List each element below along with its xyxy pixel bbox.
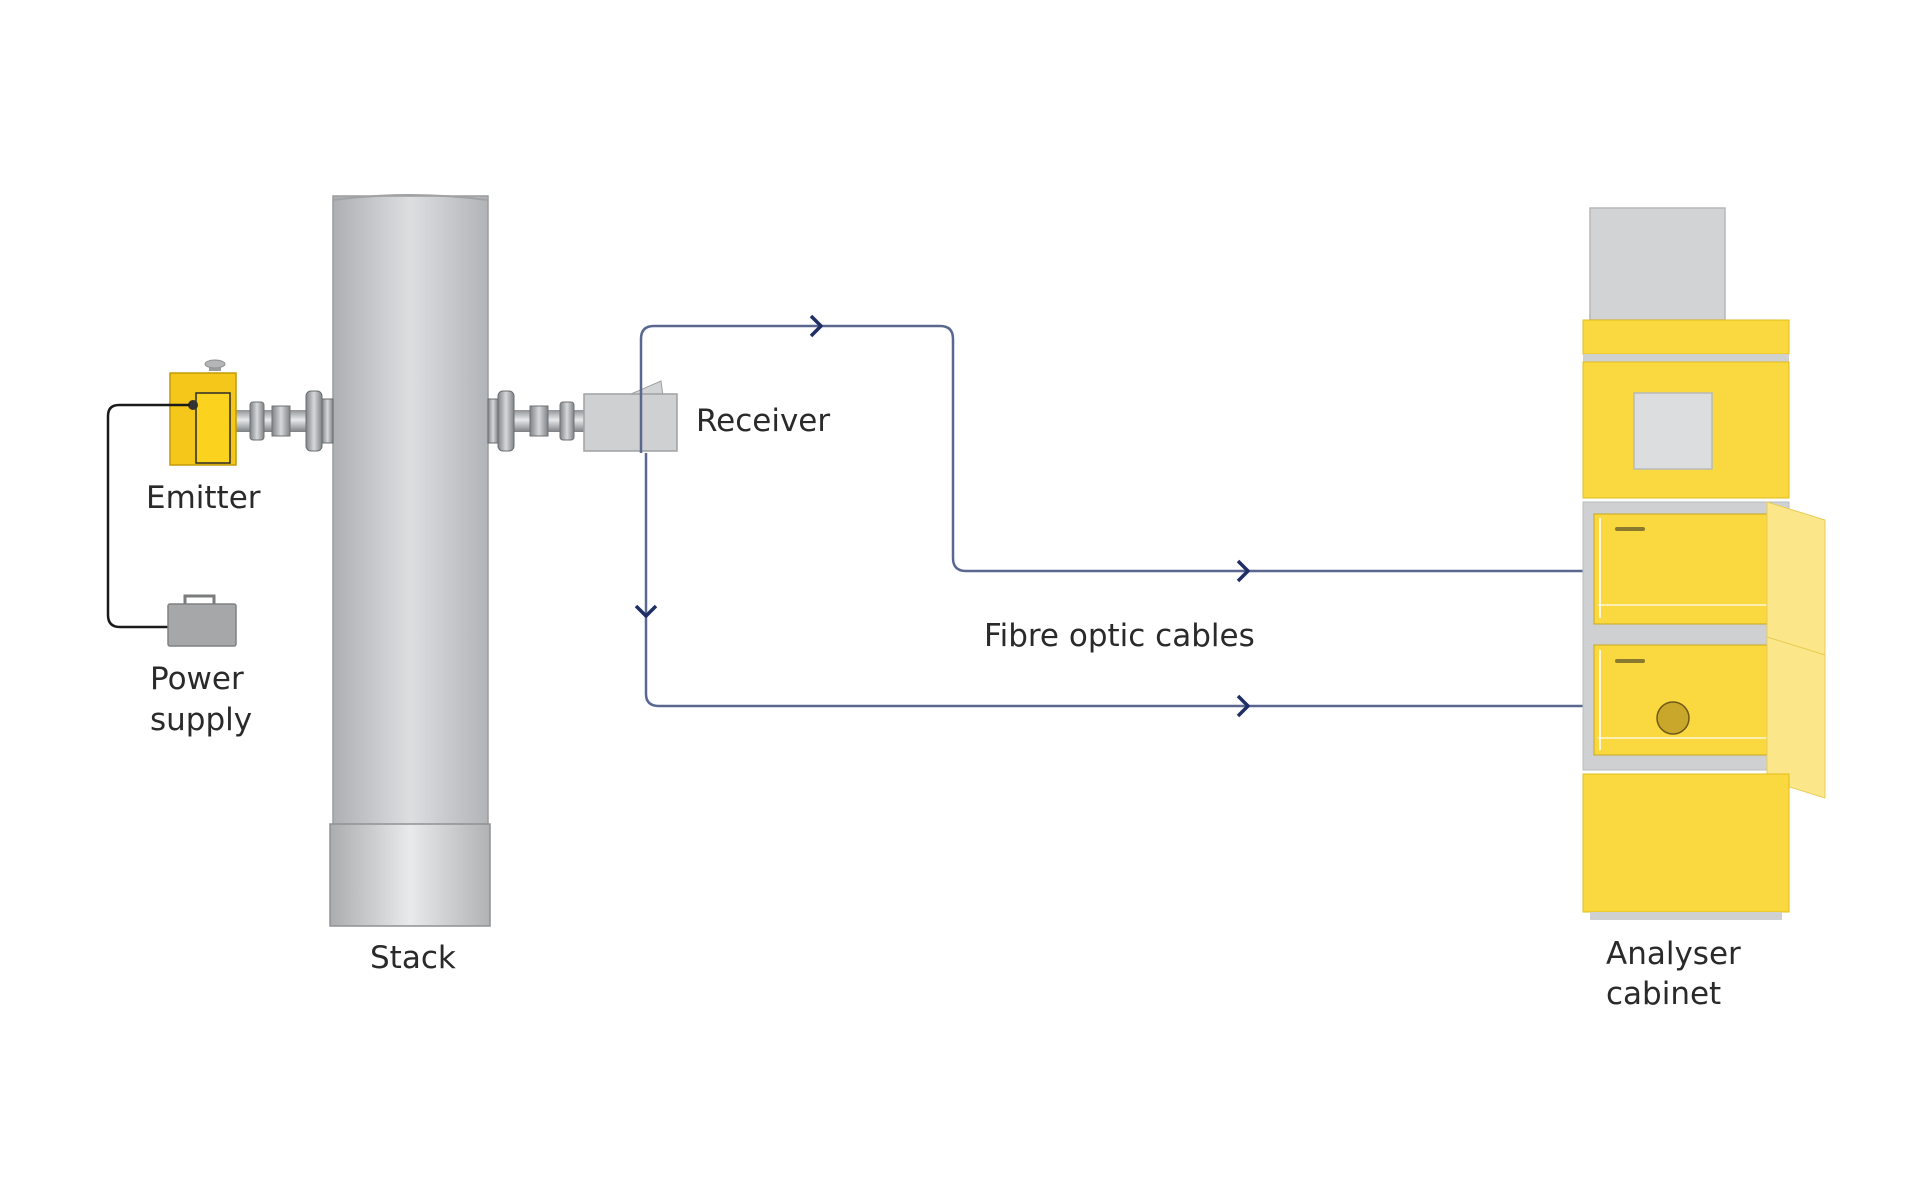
open-door-lower-icon [1766, 636, 1826, 799]
analyser-indicator-icon [1656, 701, 1690, 735]
power-supply-label-line1: Power [150, 661, 244, 697]
emitter-box-icon [169, 359, 237, 466]
stack-label: Stack [370, 940, 456, 976]
emitter-label: Emitter [146, 480, 261, 516]
flow-arrow-icon [809, 314, 823, 338]
receiver-box-icon [583, 380, 678, 452]
fibre-cable-upper [639, 324, 1597, 573]
open-door-upper-icon [1766, 501, 1826, 656]
power-supply-icon [167, 594, 237, 647]
fibre-cable-lower [644, 453, 1597, 708]
fibre-optic-cables-label: Fibre optic cables [984, 618, 1255, 654]
receiver-flange-icon [487, 390, 584, 452]
analyser-cabinet-label-line1: Analyser [1606, 936, 1741, 972]
flow-arrow-icon [634, 604, 658, 618]
analyser-cabinet-icon [1582, 207, 1826, 920]
power-supply-label-line2: supply [150, 702, 253, 738]
flow-arrow-icon [1236, 559, 1250, 583]
fibre-optic-cables [634, 314, 1597, 718]
power-cable [106, 403, 190, 629]
emitter-flange-icon [230, 390, 334, 452]
flow-arrow-icon [1236, 694, 1250, 718]
stack-icon [329, 194, 491, 927]
receiver-label: Receiver [696, 403, 831, 439]
analyser-cabinet-label-line2: cabinet [1606, 976, 1722, 1012]
